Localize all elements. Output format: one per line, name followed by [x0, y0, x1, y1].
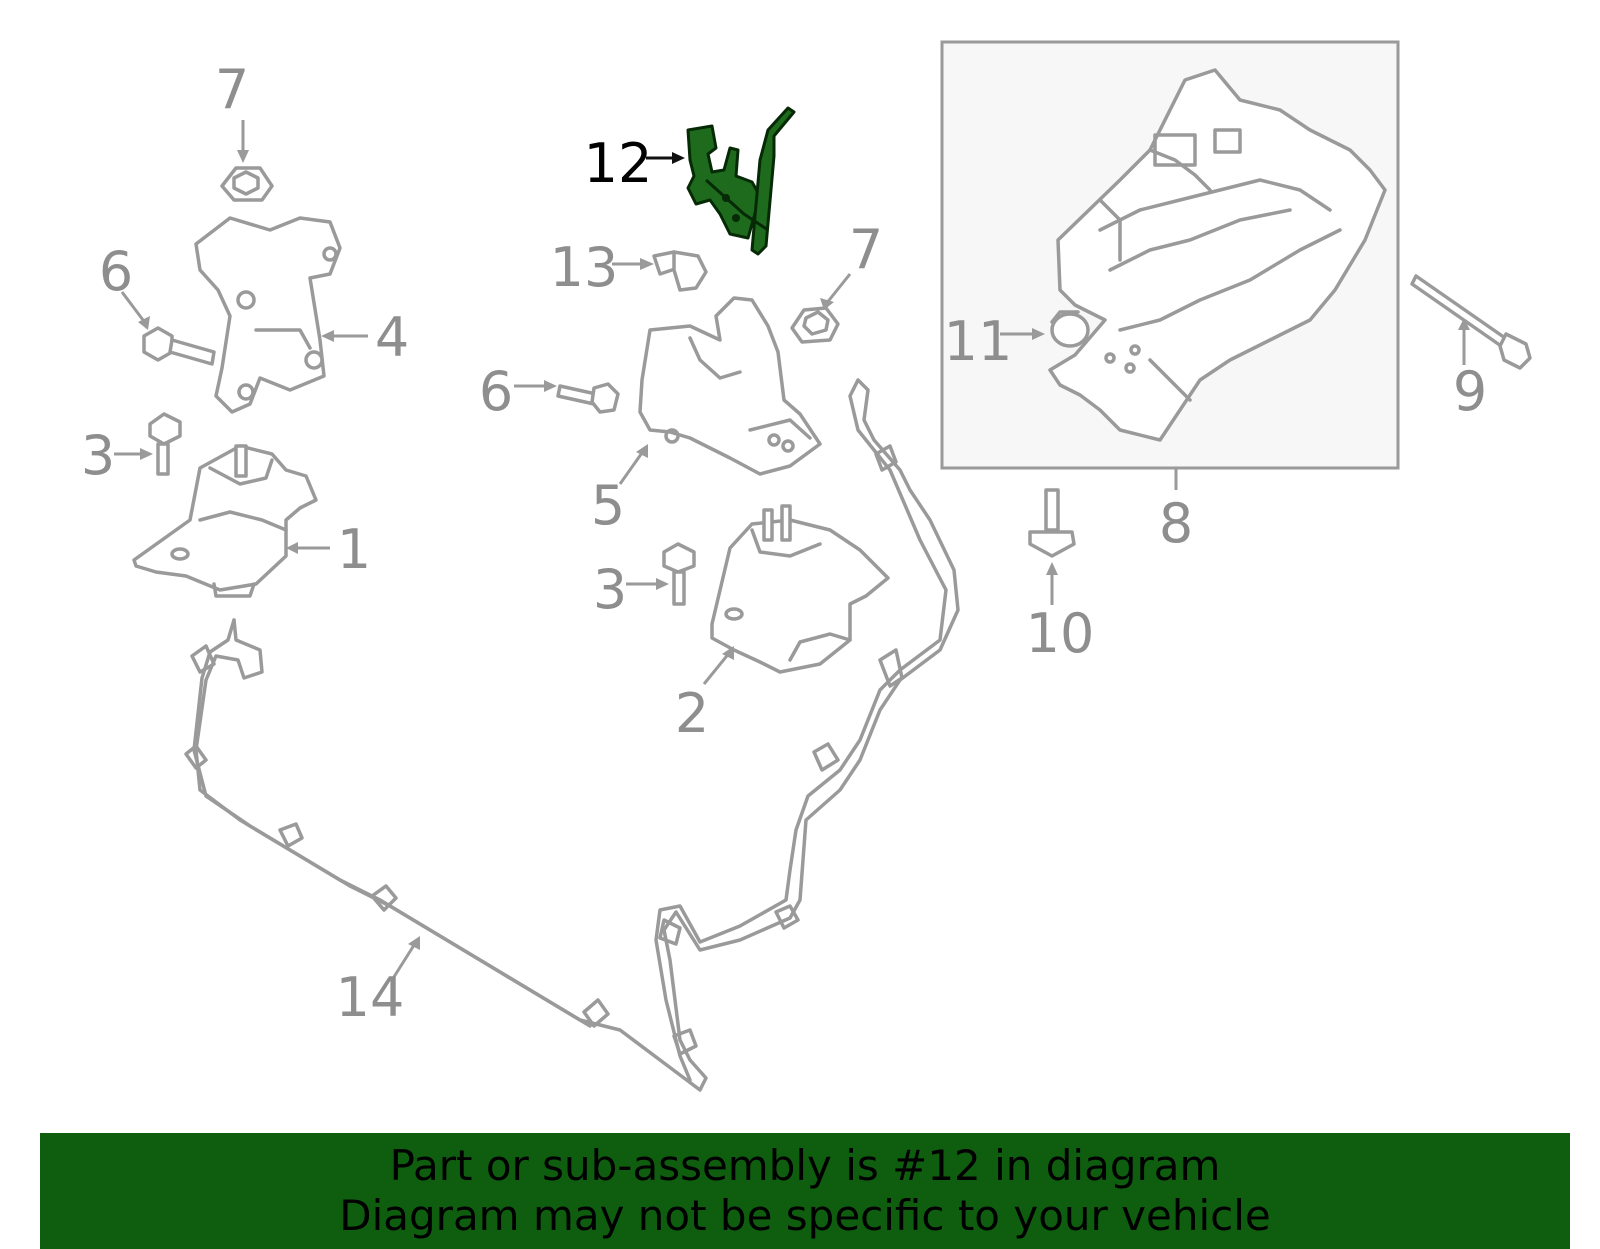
banner-line-1: Part or sub-assembly is #12 in diagram [389, 1141, 1221, 1190]
callout-13: 13 [550, 236, 619, 299]
part-12-height-sensor[interactable] [686, 106, 796, 256]
callout-3-middle: 3 [593, 558, 627, 621]
callout-2: 2 [675, 682, 709, 745]
callout-7-right: 7 [849, 218, 883, 281]
part-14-hose-assembly[interactable] [184, 378, 960, 1092]
callout-5: 5 [591, 474, 625, 537]
callout-6-left: 6 [99, 240, 133, 303]
callout-6-middle: 6 [479, 360, 513, 423]
callout-8: 8 [1159, 492, 1193, 555]
callout-14: 14 [336, 966, 405, 1029]
callout-7-left: 7 [215, 58, 249, 121]
part-6-bolt-left[interactable] [120, 291, 216, 366]
info-banner: Part or sub-assembly is #12 in diagram D… [40, 1133, 1570, 1249]
part-5-bracket[interactable] [618, 296, 822, 485]
leader-12 [646, 152, 685, 164]
callout-12: 12 [584, 132, 653, 195]
part-3-bolt-middle[interactable] [626, 542, 696, 606]
part-11-bump-stop[interactable] [1050, 310, 1090, 348]
leader-11 [1000, 328, 1045, 340]
part-7-nut-left[interactable] [220, 120, 274, 202]
callout-11: 11 [944, 310, 1013, 373]
callout-1: 1 [337, 518, 371, 581]
callout-9: 9 [1453, 360, 1487, 423]
callout-10: 10 [1026, 602, 1095, 665]
callout-4: 4 [375, 306, 409, 369]
part-6-bolt-middle[interactable] [514, 380, 620, 414]
part-1-engine-mount[interactable] [132, 444, 330, 598]
part-13-bolt[interactable] [612, 250, 708, 292]
part-3-bolt-left[interactable] [114, 412, 182, 476]
callout-3-left: 3 [81, 424, 115, 487]
part-4-bracket[interactable] [194, 216, 368, 414]
part-9-long-bolt[interactable] [1410, 274, 1532, 370]
part-8-crossmember[interactable] [1048, 68, 1387, 442]
banner-line-2: Diagram may not be specific to your vehi… [339, 1191, 1271, 1240]
part-10-bolt[interactable] [1028, 488, 1076, 605]
part-7-nut-right[interactable] [790, 273, 852, 344]
part-2-engine-mount[interactable] [702, 504, 890, 685]
